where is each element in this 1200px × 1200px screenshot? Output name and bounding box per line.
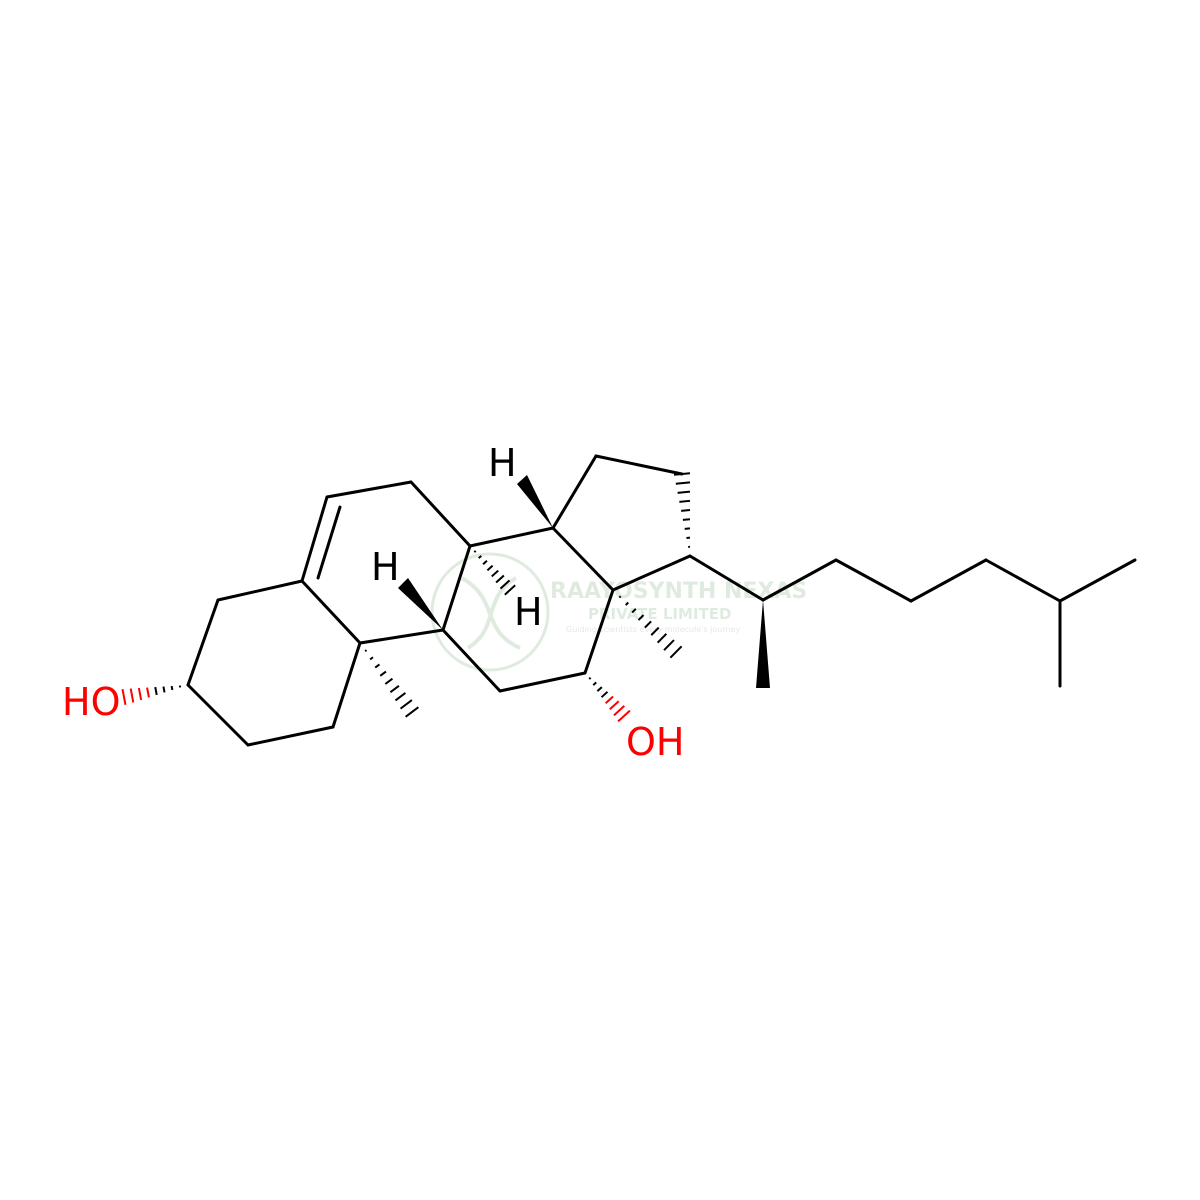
bond-c14-c15 [551, 454, 598, 530]
hash-c12-oh [588, 676, 631, 723]
skeletal-bonds [186, 454, 1137, 747]
bond-c7-c8 [409, 480, 472, 548]
hash-c8-h [473, 550, 516, 596]
atom-label-oh: OH [626, 720, 684, 764]
bond-c8-c14 [468, 526, 555, 548]
bond-c12-c11 [498, 671, 587, 693]
atom-labels: HO OH H H H [62, 441, 684, 764]
wedge-c14-h [517, 475, 553, 528]
bond-c25-c26 [1058, 558, 1137, 603]
bond-c5-c6-double [300, 495, 329, 583]
bond-c15-c16 [594, 454, 684, 476]
hash-c17-c16 [673, 472, 691, 548]
bond-c4-c5 [216, 579, 304, 602]
watermark-logo-icon [430, 552, 550, 672]
dna-helix-icon [460, 576, 521, 650]
atom-label-h-c14: H [488, 441, 517, 485]
bond-c17-c20 [688, 554, 765, 602]
wedge-c9-h [398, 578, 443, 630]
watermark-line2: PRIVATE LIMITED [588, 605, 731, 623]
hash-c10-methyl [364, 649, 419, 718]
watermark-line1: RAAYOSYNTH NEXAS [550, 579, 807, 604]
bond-c11-c9 [441, 628, 502, 693]
watermark: RAAYOSYNTH NEXAS PRIVATE LIMITED Guiding… [430, 552, 807, 672]
bond-c5-c10 [300, 579, 362, 645]
wedge-c20-methyl [756, 600, 770, 688]
bond-c14-c13 [551, 526, 615, 592]
hash-c13-methyl [618, 595, 683, 659]
hashed-bonds [121, 472, 691, 723]
bond-c5-c6-double-inner [316, 505, 342, 580]
bond-c10-c1 [331, 641, 362, 729]
atom-label-h-c9: H [371, 545, 400, 589]
atom-label-h-c8: H [514, 590, 543, 634]
bond-c8-c9 [441, 544, 472, 632]
bond-c1-c2 [246, 725, 335, 747]
bond-c22-c23 [834, 558, 913, 603]
bond-c3-c4 [186, 598, 220, 687]
bond-c13-c12 [583, 588, 615, 675]
hash-c3-oh [121, 685, 182, 706]
watermark-line3: Guiding scientists every molecule's jour… [566, 625, 740, 634]
bond-c2-c3 [186, 683, 250, 747]
wedge-bonds [398, 475, 770, 688]
bond-c6-c7 [325, 480, 413, 499]
bond-c23-c24 [909, 558, 988, 603]
atom-label-ho: HO [62, 680, 120, 724]
bond-c17-c13 [611, 554, 692, 592]
bond-c9-c10 [358, 628, 445, 645]
bond-c20-c22 [761, 558, 838, 602]
bond-c24-c25 [984, 558, 1062, 603]
